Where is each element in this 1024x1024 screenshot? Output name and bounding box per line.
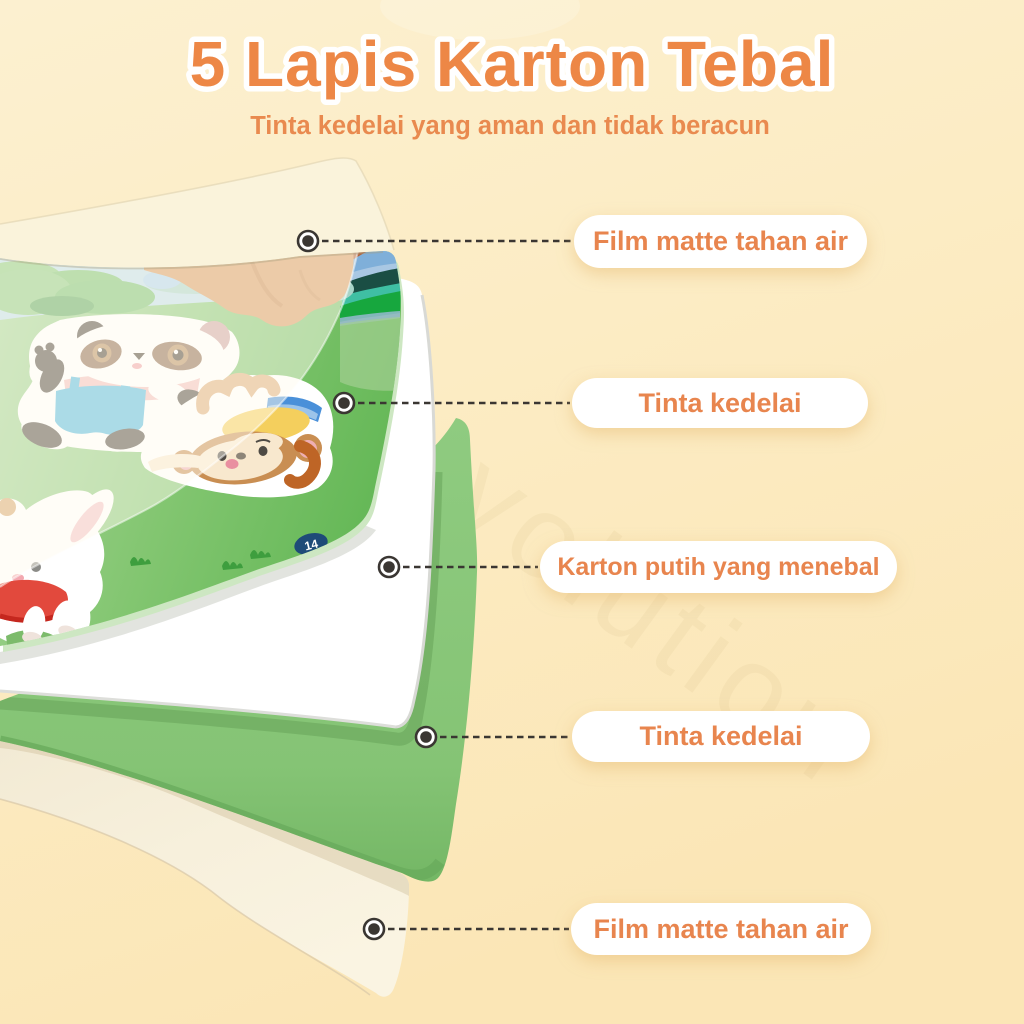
svg-text:Tinta kedelai yang aman dan ti: Tinta kedelai yang aman dan tidak beracu… <box>250 112 770 140</box>
svg-text:5 Lapis Karton Tebal: 5 Lapis Karton Tebal <box>190 28 835 100</box>
